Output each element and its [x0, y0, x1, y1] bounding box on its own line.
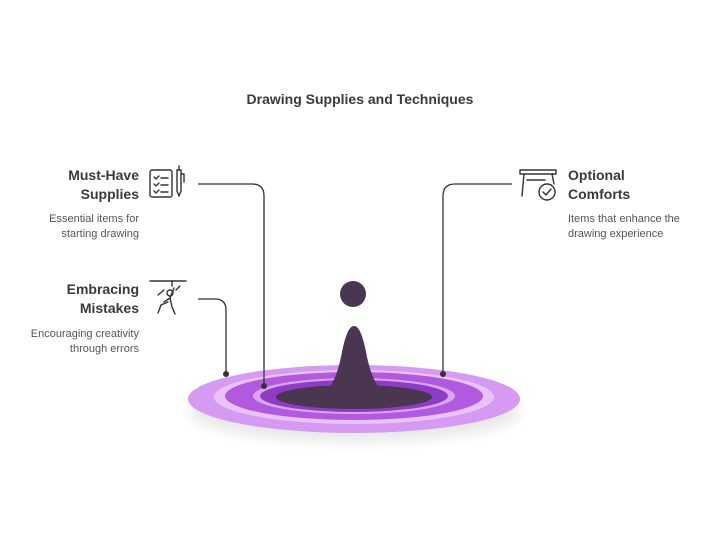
desc-line: through errors [69, 343, 139, 355]
heading-line: Must-Have [68, 167, 139, 183]
desc-line: starting drawing [61, 228, 139, 240]
desc-line: drawing experience [568, 228, 664, 240]
connector-must-have [198, 183, 265, 386]
desc-line: Items that enhance the [568, 213, 680, 225]
splash-peak [300, 326, 410, 404]
heading-line: Optional [568, 167, 625, 183]
droplet [340, 281, 366, 307]
heading-must-have-supplies: Must-Have Supplies [20, 166, 139, 204]
heading-line: Embracing [66, 281, 139, 297]
heading-optional-comforts: Optional Comforts [568, 166, 708, 204]
heading-line: Comforts [568, 186, 631, 202]
heading-line: Supplies [80, 186, 139, 202]
connector-mistakes [198, 298, 227, 374]
connector-dot [440, 371, 446, 377]
checklist-pen-icon [149, 165, 185, 198]
heading-embracing-mistakes: Embracing Mistakes [20, 280, 139, 318]
desc-line: Essential items for [49, 213, 139, 225]
person-climbing-icon [149, 280, 187, 315]
desc-optional-comforts: Items that enhance the drawing experienc… [568, 212, 713, 242]
connector-dot [261, 383, 267, 389]
diagram-title: Drawing Supplies and Techniques [246, 91, 474, 107]
connector-comforts [442, 183, 512, 374]
desc-embracing-mistakes: Encouraging creativity through errors [5, 327, 139, 357]
table-check-icon [519, 169, 557, 201]
heading-line: Mistakes [79, 300, 139, 316]
desc-line: Encouraging creativity [30, 328, 139, 340]
connector-dot [223, 371, 229, 377]
desc-must-have-supplies: Essential items for starting drawing [10, 212, 139, 242]
